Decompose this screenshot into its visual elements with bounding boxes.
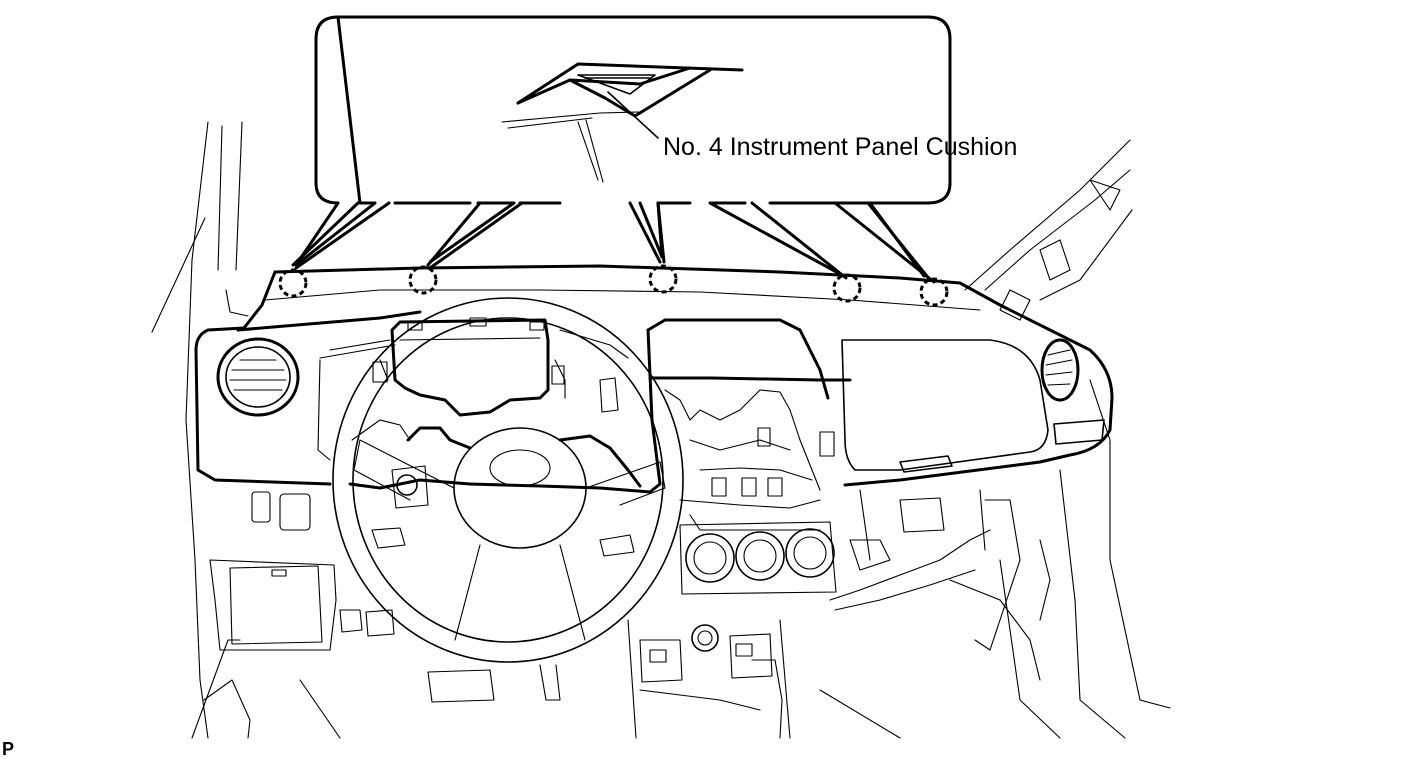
dashboard [194,264,1114,494]
clip-3 [648,264,678,294]
right-door-frame [964,139,1171,739]
clip-1 [278,268,308,298]
corner-marker: P [2,739,14,759]
under-dash-wiring [829,489,1041,681]
clip-5 [919,277,949,307]
right-air-vent [1040,338,1080,402]
cushion-detail [501,62,744,183]
center-stack [664,389,835,531]
steering-wheel-rim [332,297,684,663]
left-pillar [151,121,251,739]
clips [278,264,949,307]
ignition-icon [396,474,418,496]
callout-label: No. 4 Instrument Panel Cushion [663,133,1017,161]
power-button [691,624,719,652]
clip-4 [832,273,862,303]
passenger-panel [841,339,1049,471]
leader-line [607,91,659,139]
hvac-knob-center [735,531,785,581]
left-air-vent [216,337,300,417]
hvac-knob-right [785,528,835,578]
steering-wheel [332,297,684,663]
clip-2 [408,265,438,295]
hvac-controls [679,521,837,595]
floor-lines [299,664,901,739]
hvac-knob-left [685,533,735,583]
dash-top-edge [273,264,1114,487]
center-console [627,619,791,739]
left-lower-panel [209,491,495,703]
pointer-lines [291,201,936,284]
callout-box: No. 4 Instrument Panel Cushion [291,15,1017,284]
